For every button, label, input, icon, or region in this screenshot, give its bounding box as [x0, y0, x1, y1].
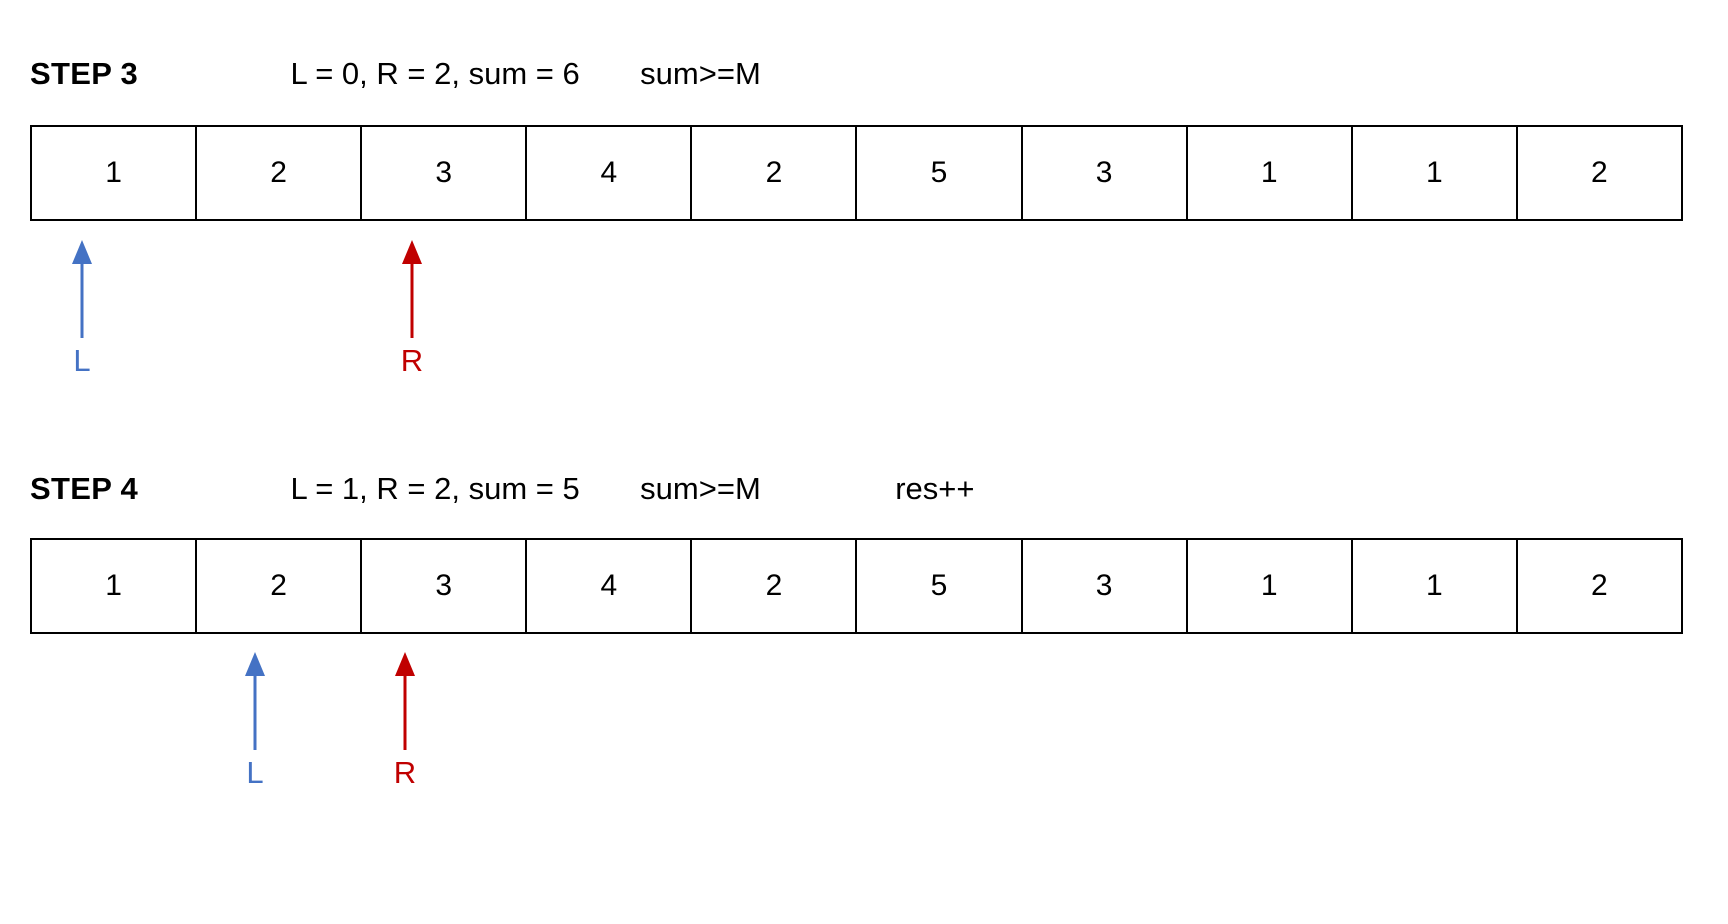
array-cell: 2 [692, 540, 858, 632]
step-condition-text: sum>=M [640, 471, 761, 506]
up-arrow-icon [72, 240, 92, 338]
array-cell: 3 [1022, 127, 1188, 219]
array-cell: 5 [857, 127, 1023, 219]
step-state-text: L = 0, R = 2, sum = 6 [290, 56, 580, 91]
right-pointer-label: R [393, 755, 417, 790]
step-panel-4: STEP 4 L = 1, R = 2, sum = 5 sum>=M res+… [0, 415, 1728, 924]
up-arrow-icon [395, 652, 415, 750]
left-pointer: L [195, 650, 315, 790]
array-table: 1 2 3 4 2 5 3 1 1 2 [30, 125, 1683, 221]
array-cell: 2 [692, 127, 858, 219]
array-cell: 1 [1352, 127, 1518, 219]
array-cell: 2 [1517, 127, 1681, 219]
array-cell: 5 [857, 540, 1023, 632]
step-title: STEP 4 [30, 471, 139, 506]
array-cell: 2 [197, 540, 363, 632]
array-cell: 3 [362, 127, 528, 219]
up-arrow-icon [245, 652, 265, 750]
left-pointer: L [22, 238, 142, 378]
array-cell: 2 [197, 127, 363, 219]
array-cell: 1 [32, 127, 198, 219]
array-cell: 4 [527, 540, 693, 632]
step-state-text: L = 1, R = 2, sum = 5 [290, 471, 580, 506]
step-condition-text: sum>=M [640, 56, 761, 91]
step-action-text: res++ [895, 471, 975, 506]
left-pointer-label: L [73, 343, 91, 378]
array-cell: 1 [1187, 540, 1353, 632]
up-arrow-icon [402, 240, 422, 338]
array-cell: 1 [1187, 127, 1353, 219]
array-table: 1 2 3 4 2 5 3 1 1 2 [30, 538, 1683, 634]
left-pointer-label: L [246, 755, 264, 790]
right-pointer-label: R [400, 343, 424, 378]
array-cell: 2 [1517, 540, 1681, 632]
right-pointer: R [352, 238, 472, 378]
array-cell: 1 [1352, 540, 1518, 632]
array-cell: 3 [362, 540, 528, 632]
array-cell: 4 [527, 127, 693, 219]
step-panel-3: STEP 3 L = 0, R = 2, sum = 6 sum>=M 1 2 … [0, 0, 1728, 430]
step-header: STEP 3 L = 0, R = 2, sum = 6 sum>=M [30, 48, 765, 100]
step-title: STEP 3 [30, 56, 139, 91]
step-header: STEP 4 L = 1, R = 2, sum = 5 sum>=M res+… [30, 463, 975, 515]
array-cell: 1 [32, 540, 198, 632]
array-cell: 3 [1022, 540, 1188, 632]
right-pointer: R [345, 650, 465, 790]
